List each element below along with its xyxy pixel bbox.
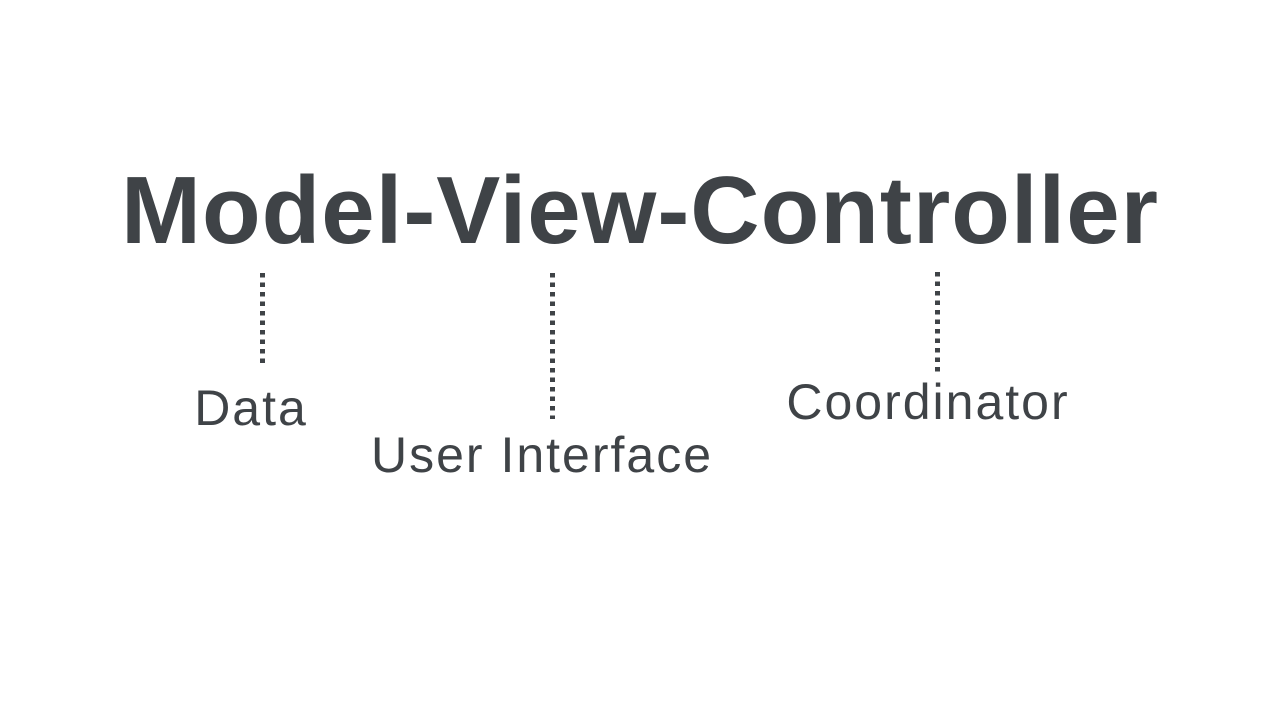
- page-title: Model-View-Controller: [121, 157, 1159, 264]
- dotted-connector-view: [550, 273, 555, 419]
- dotted-connector-controller: [935, 272, 940, 372]
- annotation-model-data: Data: [194, 380, 308, 436]
- annotation-view-user-interface: User Interface: [370, 427, 714, 483]
- annotation-controller-coordinator: Coordinator: [786, 374, 1070, 430]
- dotted-connector-model: [260, 273, 265, 366]
